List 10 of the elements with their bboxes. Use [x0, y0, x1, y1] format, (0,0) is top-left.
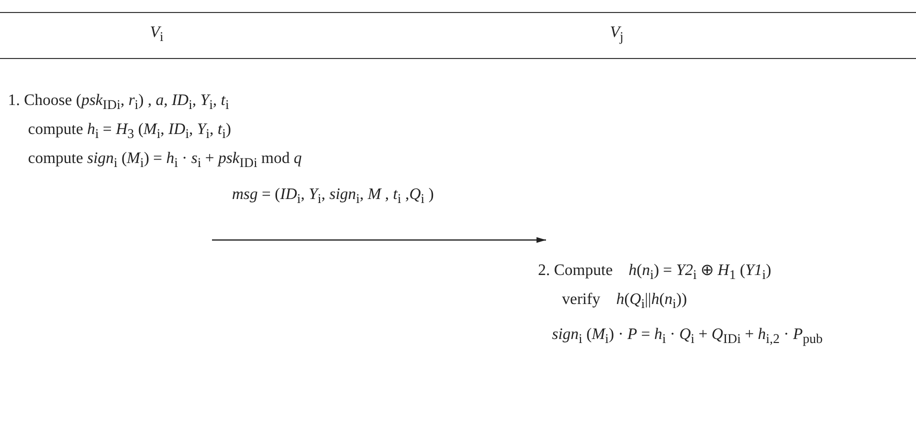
formula-text: 1. Choose (psk$_{IDi}$, r$_{i}$) , a, ID$_{i}$, Y$_{i}$, t$_{i}$ [8, 91, 230, 114]
edge-label: msg = (ID$_{i}$, Y$_{i}$, sign$_{i}$, M , t$_{i}$ ,Q$_{i}$ ) [232, 186, 434, 208]
formula-text: compute sign$_{i}$ (M$_{i}$) = h$_{i}$ · s$_{i}$ + psk$_{IDi}$ mod q [27, 149, 302, 173]
formula-text: 2. Compute h(n$_{i}$) = Y2$_{i}$ ⊕ H$_{1}$ (Y1$_{i}$) [538, 261, 772, 284]
formula-text: sign$_{i}$ (M$_{i}$) · P = h$_{i}$ · Q$_{i}$ + Q$_{IDi}$ + h$_{i,2}$ · P$_{pub}$ [551, 325, 823, 349]
formula-text: verify h(Q$_{i}$||h(n$_{i}$)) [561, 290, 688, 314]
column-heading: V$_{i}$ [150, 24, 164, 46]
formula-text: compute h$_{i}$ = H$_{3}$ (M$_{i}$, ID$_{i}$, Y$_{i}$, t$_{i}$) [27, 120, 232, 144]
column-heading: V$_{j}$ [610, 24, 624, 46]
message-arrow [212, 237, 546, 243]
